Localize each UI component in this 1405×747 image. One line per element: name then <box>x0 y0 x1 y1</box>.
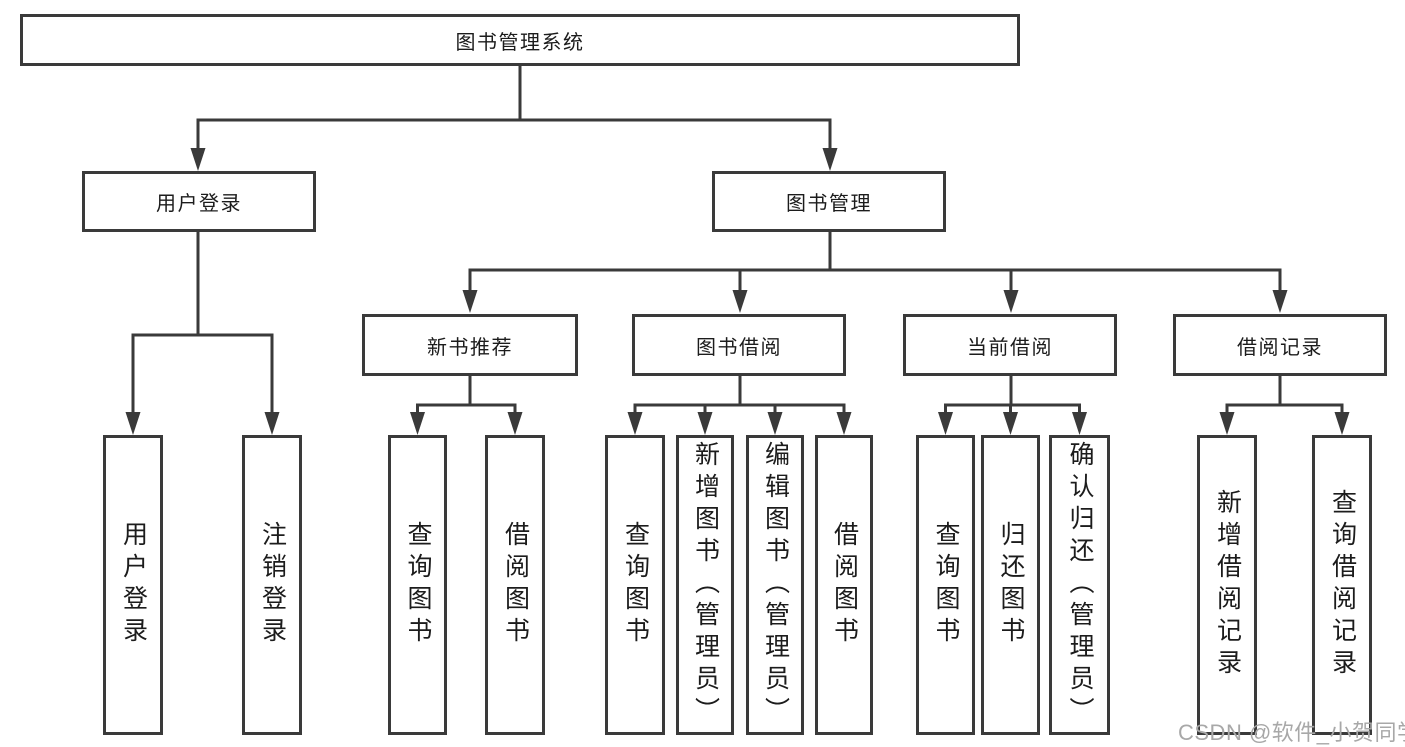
leaf-label: 查询借阅记录 <box>1328 489 1357 681</box>
leaf-label: 借阅图书 <box>501 521 530 649</box>
leaf-label: 新增借阅记录 <box>1213 489 1242 681</box>
node-book-borrowing: 图书借阅 <box>632 314 846 376</box>
leaf-label: 归还图书 <box>997 521 1025 649</box>
leaf-confirm-return-admin: 确认归还（管理员） <box>1049 435 1110 735</box>
leaf-label: 用户登录 <box>119 521 148 649</box>
node-borrowing-records: 借阅记录 <box>1173 314 1387 376</box>
leaf-label: 查询图书 <box>621 521 650 649</box>
leaf-add-borrow-record: 新增借阅记录 <box>1197 435 1257 735</box>
leaf-query-books-borrowing: 查询图书 <box>605 435 665 735</box>
leaf-label: 注销登录 <box>258 521 287 649</box>
leaf-user-login: 用户登录 <box>103 435 163 735</box>
leaf-label: 编辑图书（管理员） <box>761 441 790 729</box>
node-book-management: 图书管理 <box>712 171 946 232</box>
csdn-watermark: CSDN @软件_小贺同学 <box>1178 720 1405 745</box>
node-user-login: 用户登录 <box>82 171 316 232</box>
leaf-logout: 注销登录 <box>242 435 302 735</box>
leaf-edit-books-admin: 编辑图书（管理员） <box>746 435 804 735</box>
leaf-query-borrow-record: 查询借阅记录 <box>1312 435 1372 735</box>
leaf-query-books-current: 查询图书 <box>916 435 975 735</box>
leaf-label: 借阅图书 <box>830 521 859 649</box>
leaf-borrow-books-recommend: 借阅图书 <box>485 435 545 735</box>
leaf-label: 确认归还（管理员） <box>1066 441 1094 729</box>
node-root-library-management-system: 图书管理系统 <box>20 14 1020 66</box>
leaf-label: 新增图书（管理员） <box>691 441 720 729</box>
leaf-label: 查询图书 <box>932 521 960 649</box>
leaf-label: 查询图书 <box>404 521 432 649</box>
leaf-query-books-recommend: 查询图书 <box>388 435 447 735</box>
leaf-add-books-admin: 新增图书（管理员） <box>676 435 734 735</box>
leaf-return-books: 归还图书 <box>981 435 1040 735</box>
node-new-book-recommendation: 新书推荐 <box>362 314 578 376</box>
node-current-borrowing: 当前借阅 <box>903 314 1117 376</box>
leaf-borrow-books: 借阅图书 <box>815 435 873 735</box>
